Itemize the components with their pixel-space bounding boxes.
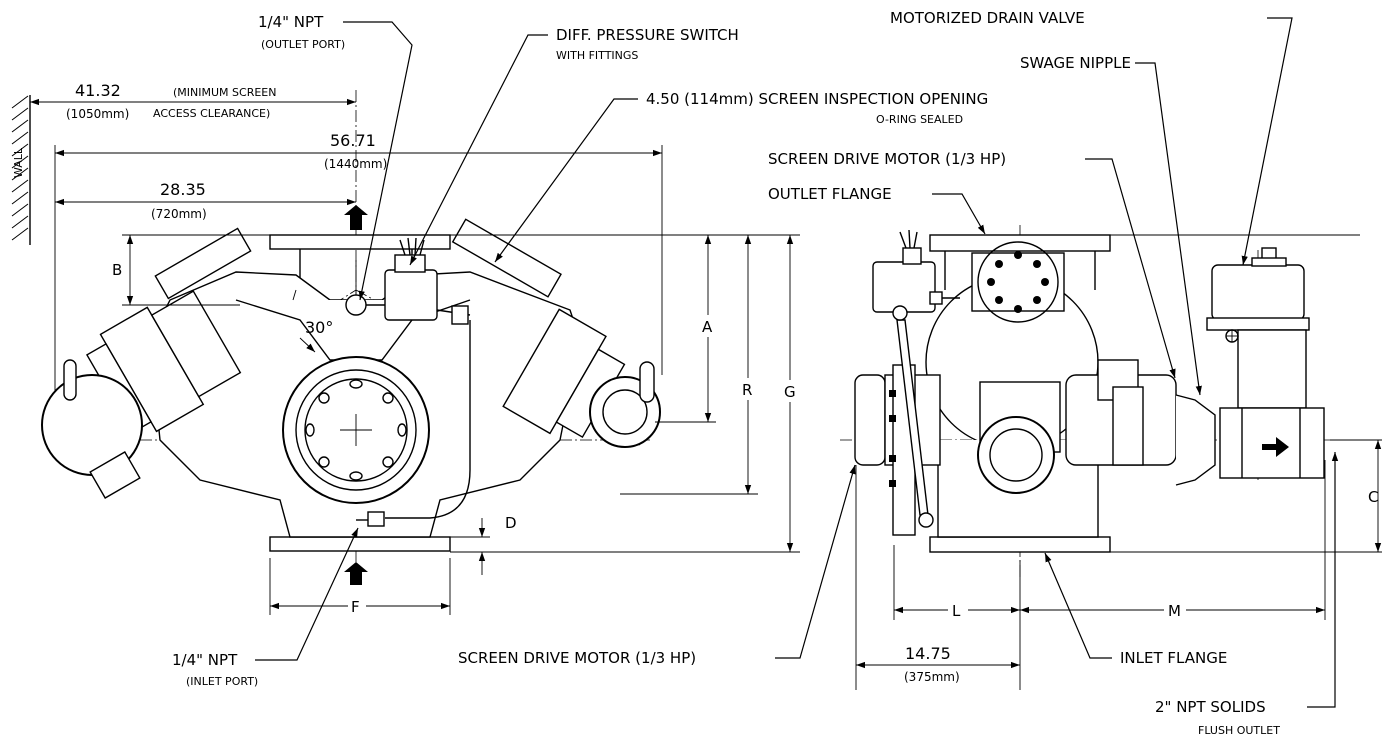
side-dim-mm: (375mm) — [904, 670, 960, 684]
diff-switch-sub: WITH FITTINGS — [556, 49, 638, 62]
inlet-port-label: 1/4" NPT — [172, 651, 238, 669]
overall-mm: (1440mm) — [324, 157, 387, 171]
dim-c: C — [1368, 488, 1378, 506]
wall: WALL — [11, 95, 31, 245]
wall-label: WALL — [12, 147, 25, 178]
front-callouts: 1/4" NPT (OUTLET PORT) DIFF. PRESSURE SW… — [172, 13, 988, 688]
dim-b: B — [112, 261, 122, 279]
top-dimensions: 41.32 (1050mm) (MINIMUM SCREEN ACCESS CL… — [30, 81, 663, 405]
outlet-flange-label: OUTLET FLANGE — [768, 185, 892, 203]
inspection-opening-label: 4.50 (114mm) SCREEN INSPECTION OPENING — [646, 90, 988, 108]
inlet-flow-arrow — [344, 562, 368, 585]
dim-l: L — [952, 602, 961, 620]
inlet-flange-label: INLET FLANGE — [1120, 649, 1227, 667]
half-mm: (720mm) — [151, 207, 207, 221]
overall-dim: 56.71 — [330, 131, 376, 150]
outlet-port-label: 1/4" NPT — [258, 13, 324, 31]
filter-side-view — [840, 225, 1382, 580]
outlet-port-sub: (OUTLET PORT) — [261, 38, 345, 51]
drive-motor-bottom-label: SCREEN DRIVE MOTOR (1/3 HP) — [458, 649, 696, 667]
clearance-note-2: ACCESS CLEARANCE) — [153, 107, 270, 120]
dim-r: R — [742, 381, 752, 399]
swage-nipple-label: SWAGE NIPPLE — [1020, 54, 1131, 72]
inlet-port-sub: (INLET PORT) — [186, 675, 258, 688]
half-dim: 28.35 — [160, 180, 206, 199]
side-callouts: MOTORIZED DRAIN VALVE SWAGE NIPPLE SCREE… — [458, 9, 1339, 737]
drain-valve-label: MOTORIZED DRAIN VALVE — [890, 9, 1085, 27]
dim-m: M — [1168, 602, 1181, 620]
dim-f: F — [351, 598, 360, 616]
side-dimensions: C L M 14.75 (375mm) — [855, 234, 1382, 690]
side-dim: 14.75 — [905, 644, 951, 663]
solids-outlet-label: 2" NPT SOLIDS — [1155, 698, 1266, 716]
solids-outlet-sub: FLUSH OUTLET — [1198, 724, 1280, 737]
front-vertical-dimensions: B A R G D F 30° — [112, 234, 800, 616]
clearance-mm: (1050mm) — [66, 107, 129, 121]
clearance-note-1: (MINIMUM SCREEN — [173, 86, 276, 99]
dim-g: G — [784, 383, 796, 401]
outlet-flow-arrow — [344, 205, 368, 230]
inspection-opening-sub: O-RING SEALED — [876, 113, 963, 126]
drive-motor-top-label: SCREEN DRIVE MOTOR (1/3 HP) — [768, 150, 1006, 168]
dim-d: D — [505, 514, 517, 532]
dim-a: A — [702, 318, 713, 336]
clearance-dim: 41.32 — [75, 81, 121, 100]
diff-switch-label: DIFF. PRESSURE SWITCH — [556, 26, 739, 44]
angle-label: 30° — [305, 318, 333, 337]
filter-front-view — [41, 90, 661, 585]
